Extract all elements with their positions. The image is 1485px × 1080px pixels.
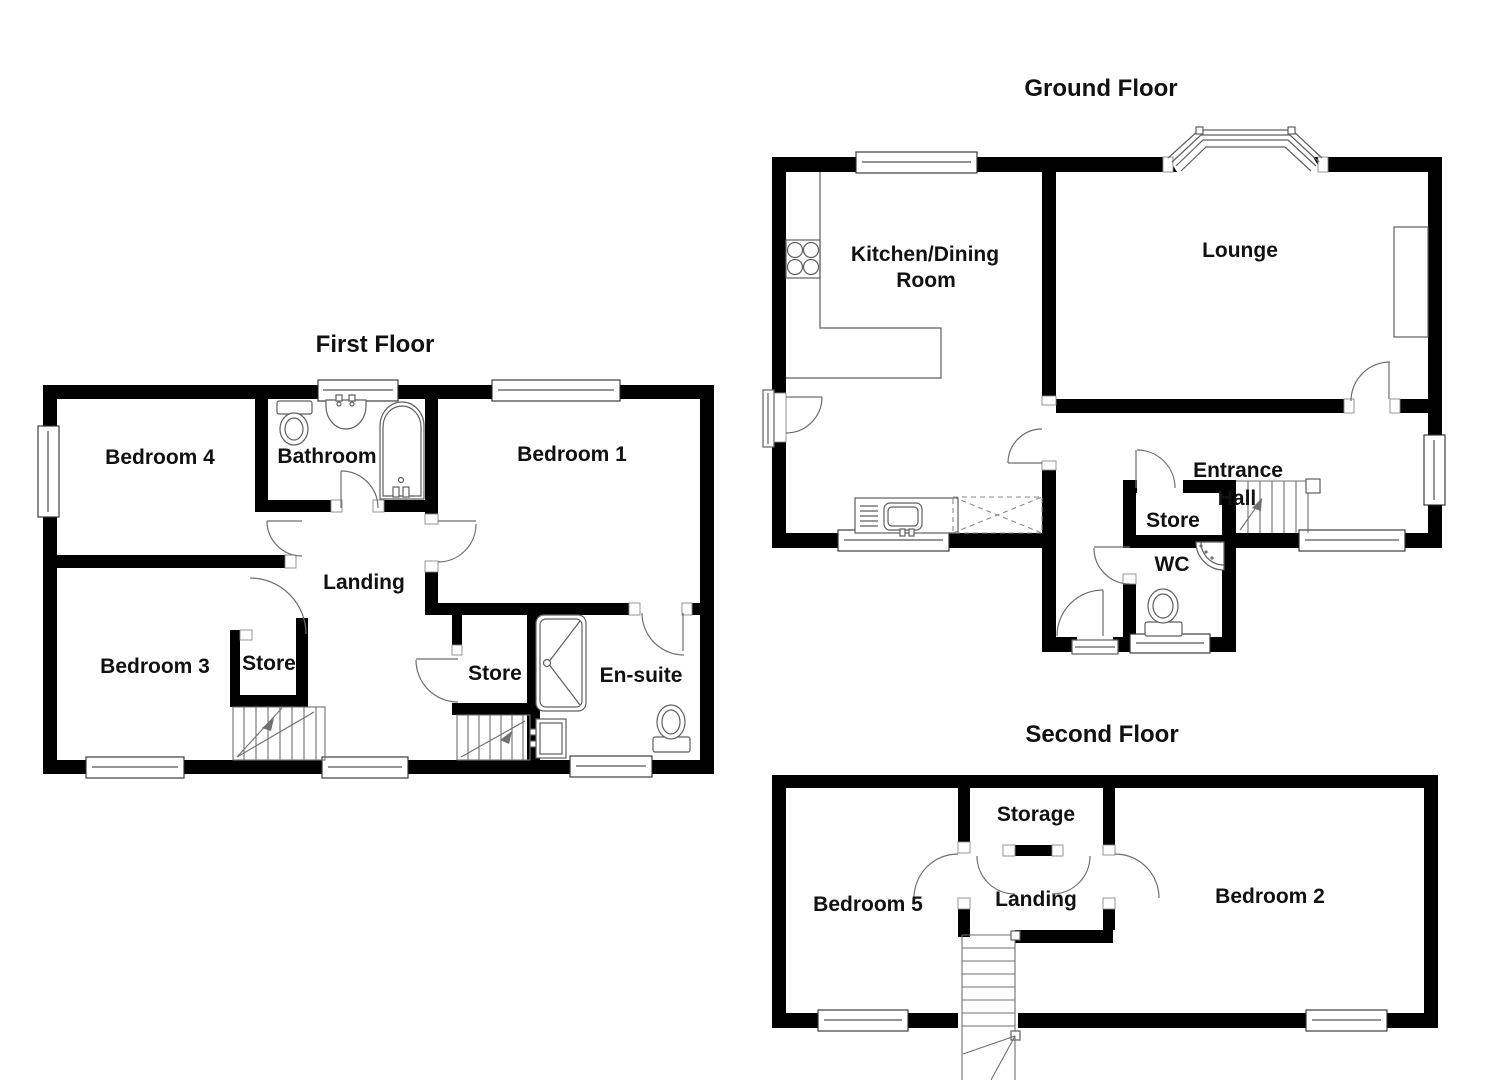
- door-swing: [249, 577, 307, 635]
- window: [1305, 1009, 1388, 1032]
- sink-fixture: [325, 394, 367, 430]
- room-label-kitchen-line2: Room: [896, 269, 956, 292]
- door-swing: [437, 520, 477, 563]
- kitchen-sink-fixture: [854, 497, 959, 537]
- toilet-fixture: [652, 704, 691, 753]
- door-swing: [1114, 853, 1160, 899]
- floor-title-first: First Floor: [316, 331, 435, 358]
- door-swing: [1093, 546, 1131, 585]
- stairs: [961, 930, 1021, 1080]
- door-jambs: [957, 841, 1116, 910]
- room-label-entrance-line1: Entrance: [1193, 459, 1283, 482]
- walls: [772, 157, 1442, 652]
- toilet-fixture: [1144, 588, 1183, 637]
- window: [569, 755, 653, 778]
- door-jambs: [239, 499, 693, 656]
- sink-fixture: [529, 718, 567, 759]
- room-label-bathroom: Bathroom: [277, 445, 376, 468]
- appliance-space: [952, 496, 1043, 534]
- window: [37, 425, 60, 518]
- door-swing: [1135, 449, 1176, 489]
- door-swing: [1007, 428, 1043, 464]
- door-swing: [641, 612, 685, 656]
- door-swing: [340, 470, 379, 509]
- room-label-wc: WC: [1155, 553, 1190, 576]
- door-jambs: [1041, 156, 1401, 585]
- room-label-bedroom-4: Bedroom 4: [105, 446, 215, 469]
- kitchen-counter: [785, 172, 942, 379]
- exterior-door: [1056, 589, 1119, 655]
- window: [1298, 529, 1406, 552]
- room-label-landing-second: Landing: [995, 888, 1077, 911]
- room-label-bedroom-3: Bedroom 3: [100, 655, 210, 678]
- room-label-storage: Storage: [997, 803, 1075, 826]
- door-swing: [976, 855, 1016, 895]
- fireplace: [1393, 226, 1429, 338]
- window: [1129, 633, 1211, 654]
- window: [817, 1009, 909, 1032]
- bay-window: [1167, 126, 1323, 172]
- window: [317, 379, 399, 402]
- door-swing: [415, 658, 459, 703]
- walls: [43, 385, 714, 774]
- room-label-store-right: Store: [468, 662, 522, 685]
- toilet-fixture: [276, 400, 313, 446]
- floor-title-second: Second Floor: [1025, 721, 1178, 748]
- room-label-landing-first: Landing: [323, 571, 405, 594]
- stairs: [1236, 478, 1321, 533]
- room-label-store-left: Store: [242, 652, 296, 675]
- window: [1423, 434, 1446, 506]
- bathtub-fixture: [379, 401, 425, 500]
- door-swing: [913, 853, 959, 899]
- room-label-ensuite: En-suite: [600, 664, 683, 687]
- window: [85, 756, 185, 779]
- floor-title-ground: Ground Floor: [1024, 75, 1177, 102]
- first-floor-plan: First Floor Bedroom 4 Bathroom Bedroom 1…: [37, 331, 714, 779]
- window: [491, 379, 621, 402]
- hob-fixture: [786, 241, 820, 276]
- door-swing: [1350, 361, 1391, 402]
- exterior-door: [762, 389, 823, 448]
- window: [855, 151, 978, 174]
- corner-sink-fixture: [1195, 541, 1225, 571]
- door-swing: [1051, 855, 1091, 895]
- stairs: [456, 714, 531, 761]
- stairs: [232, 706, 326, 761]
- room-label-bedroom-5: Bedroom 5: [813, 893, 923, 916]
- shower-fixture: [535, 614, 587, 712]
- room-label-entrance-line2: Hall: [1218, 487, 1257, 510]
- second-floor-plan: Second Floor Storage Bedroom 5 Landing B…: [772, 721, 1438, 1080]
- ground-floor-plan: Ground Floor Kitchen/Dining Room Lounge …: [762, 75, 1446, 655]
- room-label-kitchen-line1: Kitchen/Dining: [851, 243, 999, 266]
- room-label-store-ground: Store: [1146, 509, 1200, 532]
- room-label-lounge: Lounge: [1202, 239, 1278, 262]
- window: [321, 756, 409, 779]
- room-label-bedroom-2: Bedroom 2: [1215, 885, 1325, 908]
- room-label-bedroom-1: Bedroom 1: [517, 443, 627, 466]
- door-swing: [266, 520, 303, 557]
